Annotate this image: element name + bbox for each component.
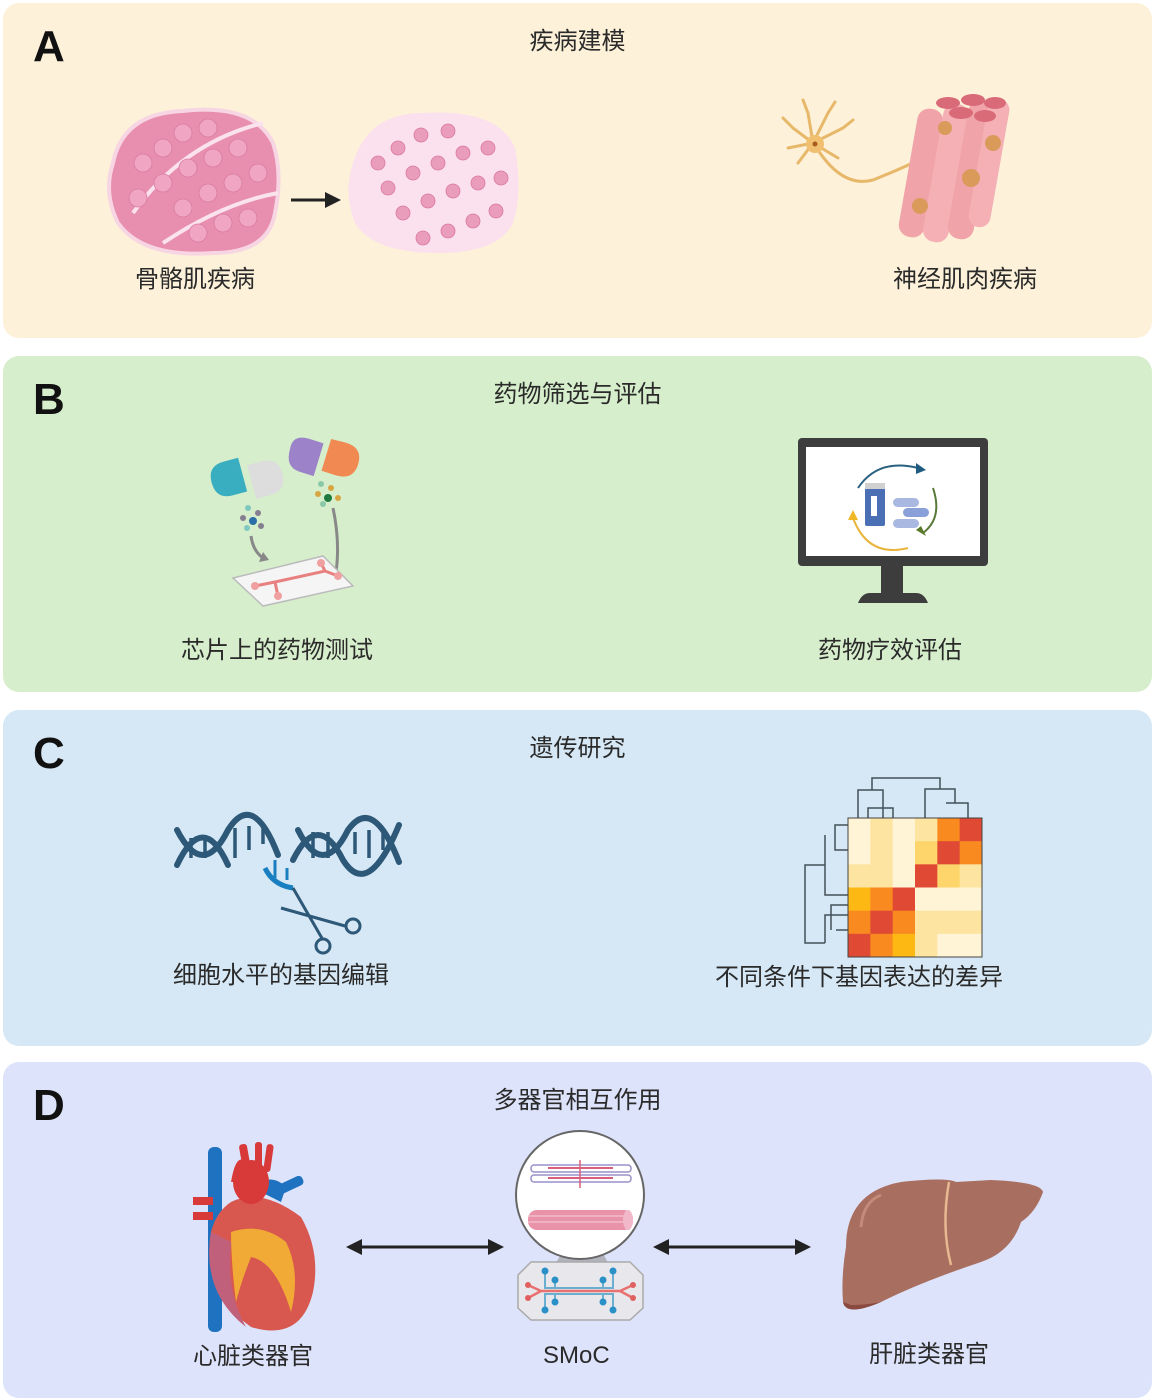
- heatmap-cell: [892, 818, 916, 842]
- item-label: 肝脏类器官: [869, 1340, 989, 1368]
- capsules-on-chip-icon: [210, 437, 360, 607]
- heatmap-dendrogram-icon: [804, 777, 983, 958]
- heatmap-cell: [959, 864, 983, 888]
- row-dendrogram: [804, 824, 848, 944]
- heart-icon: [193, 1142, 316, 1332]
- heatmap-cell: [870, 818, 894, 842]
- bidirectional-arrow-icon: [346, 1239, 504, 1255]
- bidirectional-arrow-icon: [653, 1239, 811, 1255]
- panel-title: 多器官相互作用: [493, 1086, 662, 1114]
- panel-genetic-research: C 遗传研究 细胞水平的基因编辑: [3, 710, 1152, 1046]
- heatmap-cell: [848, 887, 871, 912]
- heatmap-cell: [959, 910, 983, 935]
- heatmap-cell: [848, 818, 871, 842]
- heatmap-cell: [915, 887, 938, 912]
- item-label: 不同条件下基因表达的差异: [715, 963, 1003, 991]
- panel-drug-screening: B 药物筛选与评估 芯片上的药物测试: [3, 356, 1152, 692]
- heatmap-cell: [892, 887, 916, 912]
- heatmap-cell: [848, 910, 871, 935]
- heatmap-cell: [937, 887, 961, 912]
- liver-icon: [842, 1179, 1043, 1310]
- healthy-muscle-cross-section: [107, 107, 281, 256]
- heatmap-cell: [870, 910, 894, 935]
- heatmap-cell: [848, 864, 871, 888]
- heatmap-cell: [915, 910, 938, 935]
- microfluidic-chip: [231, 555, 355, 607]
- muscle-on-chip-icon: [515, 1130, 645, 1321]
- heatmap-cell: [892, 841, 916, 865]
- heatmap-cell: [870, 864, 894, 888]
- heatmap-cell: [959, 933, 983, 958]
- panel-disease-modeling: A 疾病建模 骨骼肌疾病: [3, 3, 1152, 338]
- item-label: 骨骼肌疾病: [135, 265, 255, 293]
- heatmap-cell: [937, 933, 961, 958]
- heatmap-cell: [937, 841, 961, 865]
- heatmap-cell: [870, 933, 894, 958]
- heatmap-cell: [915, 841, 938, 865]
- atrophic-muscle-cross-section: [348, 112, 519, 253]
- panel-multi-organ: D 多器官相互作用 心脏类器官: [3, 1062, 1152, 1398]
- heatmap-cell: [870, 887, 894, 912]
- heatmap-cell: [848, 933, 871, 958]
- sarcomere-detail: [530, 1164, 632, 1183]
- heatmap-cell: [959, 818, 983, 842]
- panel-title: 药物筛选与评估: [493, 380, 662, 408]
- scissors: [280, 887, 362, 955]
- panel-title: 疾病建模: [529, 27, 626, 55]
- item-label: 神经肌肉疾病: [893, 265, 1037, 293]
- panel-letter: C: [33, 729, 65, 778]
- panel-title: 遗传研究: [529, 734, 626, 762]
- item-label: SMoC: [543, 1342, 610, 1369]
- neuron-muscle-fiber-icon: [781, 94, 1010, 243]
- heatmap-cell: [937, 864, 961, 888]
- item-label: 细胞水平的基因编辑: [173, 961, 389, 989]
- heatmap-cell: [892, 910, 916, 935]
- dna-scissors-icon: [174, 811, 402, 955]
- heatmap-cell: [937, 910, 961, 935]
- heatmap-cell: [892, 933, 916, 958]
- column-dendrogram: [857, 777, 969, 818]
- myofibril: [528, 1210, 633, 1230]
- panel-letter: B: [33, 375, 65, 424]
- item-label: 药物疗效评估: [818, 636, 962, 664]
- panel-letter: A: [33, 22, 65, 71]
- heatmap-cell: [848, 841, 871, 865]
- heatmap-cell: [959, 887, 983, 912]
- item-label: 芯片上的药物测试: [181, 636, 373, 664]
- arrow-right-icon: [291, 192, 341, 208]
- item-label: 心脏类器官: [193, 1342, 313, 1370]
- muscle-fiber-bundle: [898, 94, 1010, 243]
- panel-letter: D: [33, 1081, 65, 1130]
- heatmap-cell: [937, 818, 961, 842]
- cycle-arrows: [852, 464, 938, 551]
- heatmap-cell: [892, 864, 916, 888]
- muscle-degeneration-icon: [107, 107, 519, 256]
- heatmap-cell: [959, 841, 983, 865]
- heatmap-cell: [915, 864, 938, 888]
- neuron: [781, 98, 925, 183]
- heatmap-cell: [915, 933, 938, 958]
- heatmap-cell: [915, 818, 938, 842]
- monitor-drug-cycle-icon: [798, 438, 988, 603]
- heatmap-cell: [870, 841, 894, 865]
- drug-particles: [240, 481, 341, 531]
